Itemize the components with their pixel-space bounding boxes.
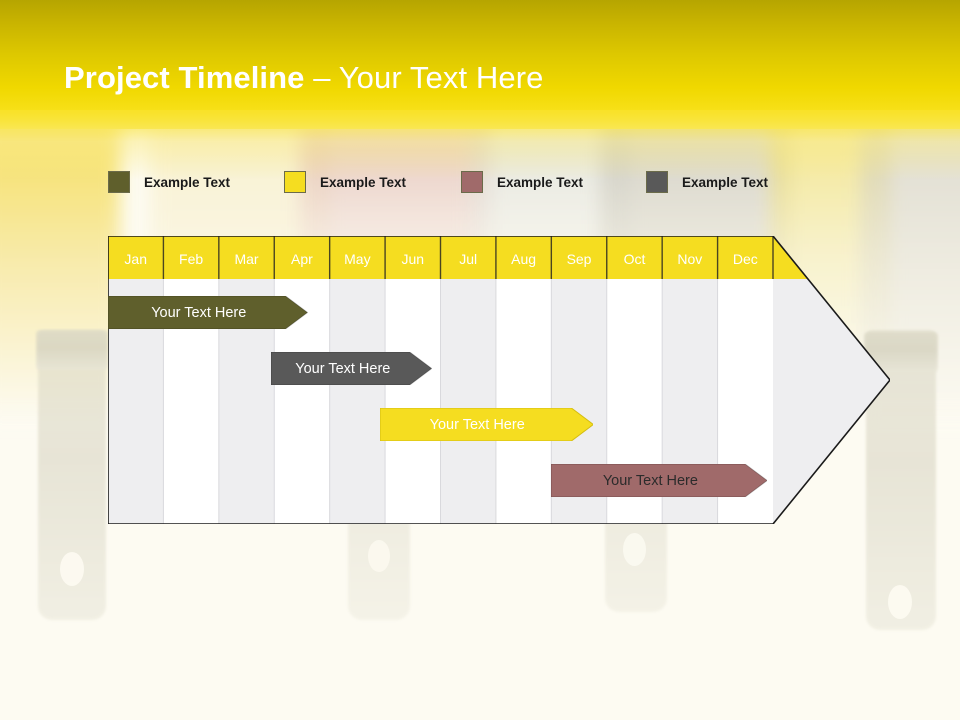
- scraper-hole-1: [60, 552, 84, 586]
- grid-column: [329, 279, 386, 524]
- legend-swatch-icon: [646, 171, 668, 193]
- grid-column: [440, 279, 496, 524]
- month-header-jul[interactable]: Jul: [459, 250, 478, 267]
- legend-item: Example Text: [646, 168, 768, 196]
- month-header-feb[interactable]: Feb: [179, 250, 204, 267]
- month-header-jan[interactable]: Jan: [124, 250, 147, 267]
- gantt-bar-shape: [379, 408, 593, 441]
- month-header-jun[interactable]: Jun: [401, 250, 425, 267]
- chart-arrow-body: [108, 236, 890, 524]
- legend-item: Example Text: [461, 168, 583, 196]
- month-header-sep[interactable]: Sep: [566, 250, 592, 267]
- legend-item: Example Text: [284, 168, 406, 196]
- title-bar: [0, 0, 960, 129]
- month-header-dec[interactable]: Dec: [732, 250, 758, 267]
- page-title-bold: Project Timeline: [64, 60, 305, 95]
- month-header-apr[interactable]: Apr: [291, 250, 313, 267]
- scraper-hole-3: [623, 533, 646, 566]
- page-title-regular: – Your Text Here: [304, 60, 544, 95]
- month-header-oct[interactable]: Oct: [623, 250, 646, 267]
- gantt-bar-label: Your Text Here: [295, 360, 391, 377]
- gantt-bar-label: Your Text Here: [429, 416, 525, 433]
- gantt-bar-shape: [551, 464, 768, 497]
- legend-swatch-icon: [461, 171, 483, 193]
- month-header-band: [108, 236, 890, 279]
- legend-item-label: Example Text: [497, 174, 584, 190]
- legend-item-label: Example Text: [320, 174, 407, 190]
- grid-column: [495, 279, 552, 524]
- gantt-bar[interactable]: Your Text Here: [271, 352, 433, 385]
- gantt-bar-shape: [108, 296, 308, 329]
- month-header-aug[interactable]: Aug: [511, 250, 537, 267]
- scraper-hole-4: [888, 585, 912, 619]
- legend-item-label: Example Text: [682, 174, 769, 190]
- title-bar-fade: [0, 110, 960, 180]
- gantt-bar[interactable]: Your Text Here: [379, 408, 593, 441]
- grid-column: [385, 279, 441, 524]
- legend-item-label: Example Text: [144, 174, 231, 190]
- scraper-hole-2: [368, 540, 390, 572]
- legend-swatch-icon: [284, 171, 306, 193]
- legend-swatch-icon: [108, 171, 130, 193]
- chart-outline: [108, 236, 890, 524]
- gantt-bar[interactable]: Your Text Here: [108, 296, 308, 329]
- gantt-bar-label: Your Text Here: [151, 304, 247, 321]
- gantt-bar[interactable]: Your Text Here: [551, 464, 768, 497]
- gantt-bar-label: Your Text Here: [602, 472, 698, 489]
- legend: Example Text Example Text Example Text Exam…: [108, 168, 808, 196]
- page-title: Project Timeline – Your Text Here: [64, 60, 543, 96]
- chart-grid-svg: [108, 236, 890, 524]
- month-header-nov[interactable]: Nov: [677, 250, 703, 267]
- scraper-ferrule-1: [36, 330, 108, 370]
- legend-item: Example Text: [108, 168, 230, 196]
- month-header-mar[interactable]: Mar: [234, 250, 259, 267]
- month-header-may[interactable]: May: [344, 250, 371, 267]
- gantt-bar-shape: [271, 352, 433, 385]
